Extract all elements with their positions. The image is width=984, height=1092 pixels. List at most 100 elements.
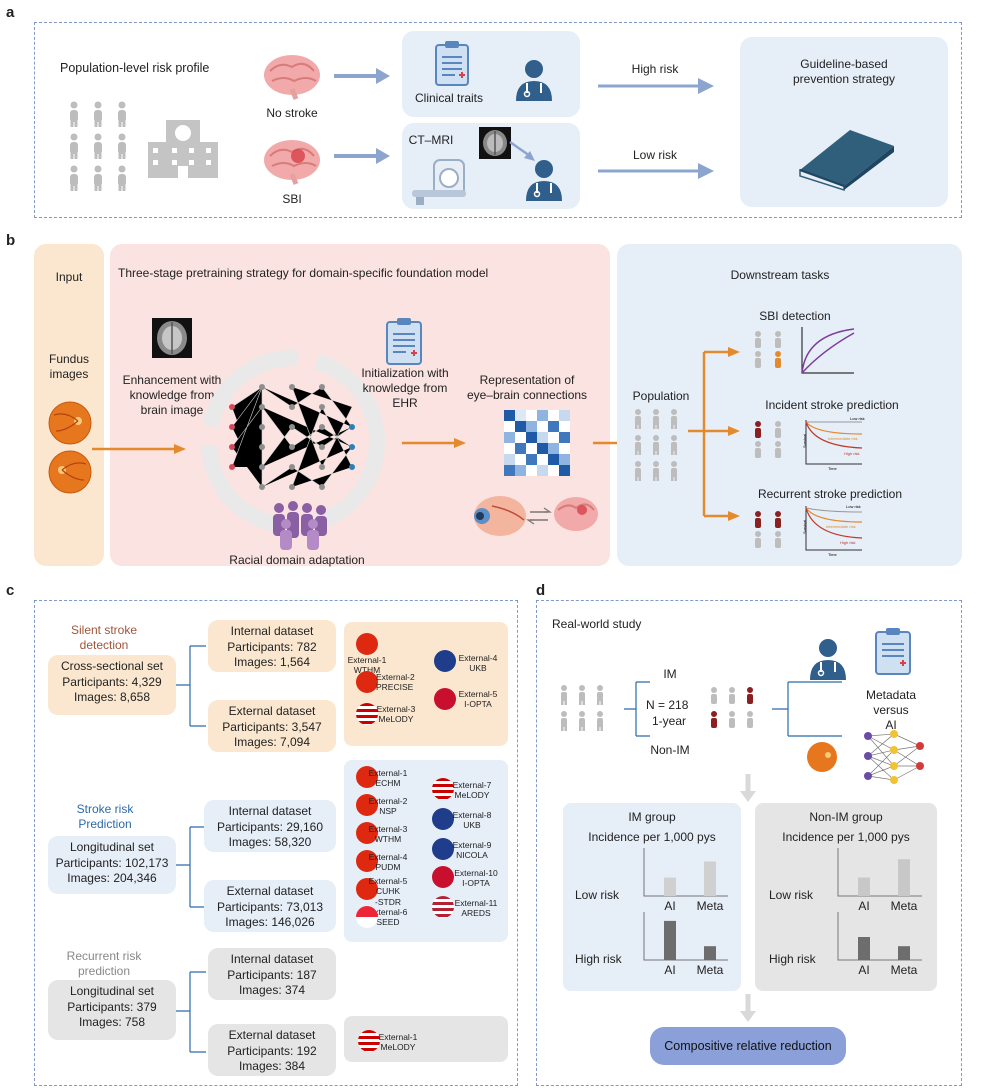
fundus-image-2 — [48, 450, 92, 494]
brain-mri-icon — [152, 318, 192, 358]
im-incidence-label: Incidence per 1,000 pys — [588, 830, 716, 844]
km-ylabel-2: Survival — [802, 520, 807, 534]
flag-china-icon — [356, 633, 378, 655]
ehr-clipboard-icon — [386, 318, 422, 365]
panel-a-frame — [34, 22, 962, 218]
pretraining-title: Three-stage pretraining strategy for dom… — [118, 266, 489, 280]
branch-arrows — [688, 347, 740, 521]
connection-matrix — [504, 410, 570, 476]
flag-usa-icon — [432, 896, 454, 918]
km-high-label-2: High risk — [840, 540, 856, 545]
population-label: Population — [632, 389, 690, 403]
rw-population-icon — [561, 685, 603, 731]
arrow-low-risk — [598, 163, 714, 179]
km-low-label: Low risk — [850, 416, 865, 421]
book-icon — [799, 130, 894, 192]
real-world-title: Real-world study — [552, 617, 642, 631]
mri-scan-icon — [479, 127, 511, 159]
arrow-high-risk — [598, 78, 714, 94]
composite-reduction-box: Compositive relative reduction — [650, 1027, 846, 1065]
sbi-roc-chart — [801, 327, 855, 374]
recurrent-km-chart: Low risk Intermediate risk High risk Sur… — [802, 504, 863, 557]
im-low-meta-label: Meta — [696, 899, 724, 913]
flag-hongkong-icon — [356, 878, 378, 900]
im-low-meta-bar — [704, 861, 716, 896]
no-stroke-label: No stroke — [266, 106, 318, 120]
rw-outcome-people-icon — [711, 687, 753, 728]
km-xlabel: Time — [828, 466, 838, 471]
incident-label: Incident stroke prediction — [765, 398, 899, 412]
km-intermediate-label: Intermediate risk — [828, 436, 858, 441]
ai-network-icon — [864, 730, 924, 784]
incident-people-icon — [755, 421, 781, 458]
im-low-chart — [643, 848, 728, 897]
ct-scanner-icon — [412, 159, 466, 205]
non-im-high-chart — [837, 912, 922, 961]
flag-malaysia-icon — [432, 778, 454, 800]
low-risk-label: Low risk — [632, 148, 677, 162]
flag-denmark-icon — [434, 688, 456, 710]
racial-people-icon — [273, 501, 327, 550]
km-ylabel: Survival — [802, 434, 807, 448]
clinical-traits-label: Clinical traits — [414, 91, 483, 105]
clipboard-icon — [435, 41, 469, 86]
im-group-title: IM group — [628, 810, 676, 824]
eye-brain-icon — [474, 496, 598, 536]
arrow-no-stroke — [334, 68, 390, 84]
flag-china-icon — [356, 671, 378, 693]
non-im-high-meta-bar — [898, 946, 910, 960]
arrow-sbi — [334, 148, 390, 164]
flag-uk-icon — [434, 650, 456, 672]
down-arrow-2 — [740, 994, 756, 1022]
flag-china-icon — [356, 850, 378, 872]
panel-a-label: a — [6, 4, 15, 21]
high-risk-label: High risk — [631, 62, 679, 76]
recurrent-label: Recurrent stroke prediction — [757, 487, 903, 501]
non-im-low-chart — [837, 848, 922, 897]
sbi-detection-label: SBI detection — [759, 309, 831, 323]
flag-denmark-icon — [432, 866, 454, 888]
down-arrow-1 — [740, 774, 756, 802]
im-high-ai-label: AI — [664, 963, 676, 977]
non-im-low-meta-label: Meta — [890, 899, 918, 913]
arrow-to-representation — [402, 438, 466, 448]
non-im-low-meta-bar — [898, 859, 910, 896]
im-high-meta-label: Meta — [696, 963, 724, 977]
racial-label: Racial domain adaptation — [229, 553, 365, 567]
brain-no-stroke-icon — [264, 55, 320, 100]
doctor-icon — [516, 60, 552, 101]
downstream-title: Downstream tasks — [730, 268, 830, 282]
rw-clipboard-icon — [875, 628, 911, 675]
im-low-risk-label: Low risk — [575, 888, 620, 902]
km-intermediate-label-2: Intermediate risk — [826, 524, 856, 529]
fundus-image-1 — [48, 401, 92, 445]
bracket-silent — [176, 645, 206, 727]
bracket-stroke — [176, 826, 206, 908]
km-low-label-2: Low risk — [846, 504, 861, 509]
flag-china-icon — [356, 766, 378, 788]
